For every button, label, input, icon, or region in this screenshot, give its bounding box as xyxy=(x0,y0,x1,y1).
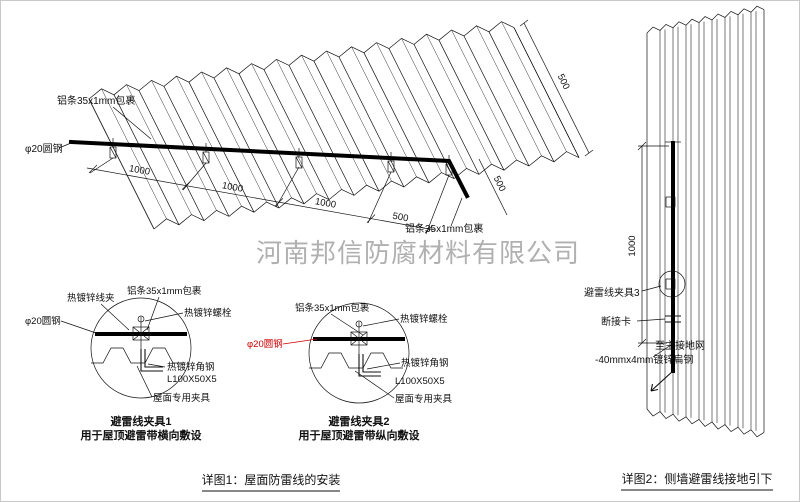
detail2-title: 避雷线夹具2 xyxy=(328,414,389,428)
wall-elevation-drawing: 1000 避雷线夹具3 断接卡 至主接地网 -40mmx4mm镀锌扁钢 xyxy=(584,5,765,438)
leader-clamp3 xyxy=(641,285,662,292)
detail1-clamp-body xyxy=(132,326,150,341)
roof-isometric-drawing: 1000 1000 1000 500 500 500 铝条35x1mm包裹 φ2… xyxy=(25,19,594,235)
wire-clamp xyxy=(295,148,303,169)
leader-round-steel xyxy=(58,142,72,149)
detail1-leader-roof-clamp xyxy=(136,365,153,398)
wire-clamp xyxy=(202,143,210,164)
detail1-angle-steel xyxy=(140,349,163,372)
detail1-label-round-steel: φ20圆钢 xyxy=(25,315,61,327)
company-watermark: 河南邦信防腐材料有限公司 xyxy=(256,238,580,268)
wall-clamp-balloon xyxy=(658,270,686,298)
detail1-label-al-strip: 铝条35x1mm包裹 xyxy=(127,285,202,297)
dim-500-a: 500 xyxy=(392,211,410,225)
detail2-label-roof-clamp: 屋面专用夹具 xyxy=(395,393,453,405)
detail1-leader-angle xyxy=(147,363,166,368)
detail1-leader-bolt xyxy=(144,312,184,322)
detail2-bolt-head xyxy=(355,320,363,328)
roof-dimension-chain: 1000 1000 1000 500 xyxy=(86,157,450,235)
dim-500-right: 500 xyxy=(555,72,572,91)
detail1-label-roof-clamp: 屋面专用夹具 xyxy=(153,392,211,404)
leader-al-strip-top xyxy=(112,106,152,140)
wire-clamps xyxy=(109,138,453,176)
wall-dim-1000: 1000 xyxy=(627,235,638,256)
dim-1000-b: 1000 xyxy=(221,180,244,195)
roof-bottom-profile-edge xyxy=(153,151,580,230)
dimension-ticks xyxy=(88,164,434,234)
leader-al-strip-right xyxy=(450,197,463,227)
dimension-chain-line xyxy=(86,167,436,231)
caption-detail1: 详图1：屋面防雷线的安装 xyxy=(202,472,341,487)
wall-dimension: 1000 xyxy=(627,141,669,348)
wire-clamp xyxy=(387,152,395,173)
label-al-strip-top: 铝条35x1mm包裹 xyxy=(57,94,135,107)
roof-top-profile-edge xyxy=(88,21,515,100)
detail1-label-angle-steel: 热镀锌角钢 xyxy=(167,361,215,373)
detail2-corrugation-profile xyxy=(309,352,403,369)
roof-right-dimension: 500 xyxy=(519,19,594,157)
detail1-label-angle-spec: L100X50X5 xyxy=(167,374,217,385)
label-round-steel: φ20圆钢 xyxy=(25,142,63,155)
detail2-leader-angle xyxy=(366,362,401,370)
dimension-line-right xyxy=(523,22,590,154)
dim-1000-c: 1000 xyxy=(314,196,337,211)
detail2-leader-roof-clamp xyxy=(354,370,395,399)
detail2-leader-bolt xyxy=(362,318,400,327)
detail1-leader-al-strip xyxy=(146,296,160,331)
caption-detail2: 详图2：侧墙避雷线接地引下 xyxy=(622,471,773,486)
label-al-strip-right: 铝条35x1mm包裹 xyxy=(405,222,483,235)
detail2-label-al-strip: 铝条35x1mm包裹 xyxy=(295,302,370,314)
wall-corrugation-lines xyxy=(659,11,757,431)
wall-dim-ticks xyxy=(637,141,647,348)
wall-clamp-upper xyxy=(665,196,676,208)
dimension-line-bend xyxy=(478,158,508,216)
wire-clamp xyxy=(109,138,117,159)
wall-dim-extensions xyxy=(638,145,669,344)
wall-top-profile-edge xyxy=(646,5,765,34)
detail2-label-round-steel: φ20圆钢 xyxy=(247,338,283,350)
wall-clamp-lower xyxy=(665,278,676,290)
detail2-subtitle: 用于屋顶避雷带纵向敷设 xyxy=(299,428,421,442)
detail-circle-1: 热镀锌线夹 铝条35x1mm包裹 热镀锌螺栓 φ20圆钢 热镀锌角钢 L100X… xyxy=(25,285,232,442)
detail1-subtitle: 用于屋顶避雷带横向敷设 xyxy=(81,428,203,442)
dimension-extension-lines xyxy=(89,157,450,235)
detail1-title: 避雷线夹具1 xyxy=(110,414,171,428)
dimension-ticks xyxy=(519,19,594,157)
detail1-label-bolt: 热镀锌螺栓 xyxy=(184,307,232,319)
detail1-clamp-brace xyxy=(132,326,150,341)
label-to-ground: 至主接地网 xyxy=(655,339,705,352)
detail2-label-bolt: 热镀锌螺栓 xyxy=(400,313,448,325)
detail1-balloon xyxy=(90,297,192,399)
detail1-leader-round-steel xyxy=(60,320,100,335)
sheet-captions: 详图1：屋面防雷线的安装 详图2：侧墙避雷线接地引下 xyxy=(202,471,773,492)
detail1-leader-wire-clip xyxy=(100,303,130,331)
dim-500-bend: 500 xyxy=(491,174,508,193)
detail2-label-angle-steel: 热镀锌角钢 xyxy=(401,357,449,369)
corrugation-valley-lines xyxy=(88,27,580,230)
detail2-balloon xyxy=(308,302,410,404)
detail-circle-2: 铝条35x1mm包裹 热镀锌螺栓 φ20圆钢 热镀锌角钢 L100X50X5 屋… xyxy=(247,302,453,442)
dim-1000-a: 1000 xyxy=(128,163,151,178)
disconnect-link-symbol xyxy=(665,315,681,323)
leader-disconnect xyxy=(636,318,666,322)
detail2-leader-round-steel xyxy=(282,338,318,345)
detail2-angle-steel xyxy=(358,354,381,377)
label-flat-steel: -40mmx4mm镀锌扁钢 xyxy=(595,353,693,366)
label-disconnect: 断接卡 xyxy=(601,315,631,328)
corrugation-peak-lines xyxy=(101,21,567,219)
detail1-corrugation-profile xyxy=(91,347,185,364)
leader-flat-steel xyxy=(652,344,672,358)
wall-bottom-profile-edge xyxy=(646,408,765,438)
roof-bend-dimension: 500 xyxy=(478,158,508,216)
label-clamp3: 避雷线夹具3 xyxy=(584,286,640,299)
detail2-label-angle-spec: L100X50X5 xyxy=(395,376,445,387)
detail2-leader-al-strip xyxy=(330,313,364,336)
detail1-label-wire-clip: 热镀锌线夹 xyxy=(67,292,115,304)
detail2-clamp-brace xyxy=(350,331,368,346)
to-ground-arrow xyxy=(650,370,674,392)
detail1-bolt-head xyxy=(137,315,145,323)
